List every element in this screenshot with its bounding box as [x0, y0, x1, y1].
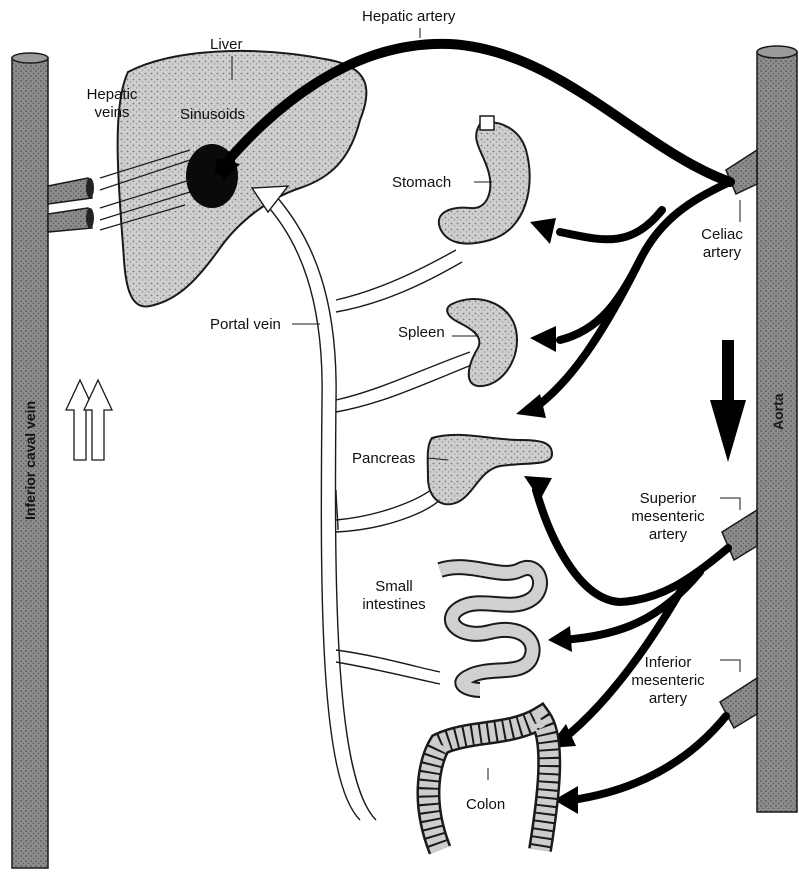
hepatic-veins-label-1: Hepatic [80, 86, 144, 104]
superior-mesenteric-label-3: artery [616, 526, 720, 544]
hepatic-veins-label-2: veins [80, 104, 144, 122]
aorta-label: Aorta [770, 393, 786, 430]
spleen-arrowhead [530, 326, 556, 352]
liver [118, 51, 367, 307]
celiac-artery-label-1: Celiac [690, 226, 754, 244]
superior-mesenteric-label-2: mesenteric [616, 508, 720, 526]
aorta-flow-arrow [710, 340, 746, 462]
small-intestines-label-1: Small [354, 578, 434, 596]
stomach-arrowhead [530, 218, 556, 244]
colon-label: Colon [466, 796, 505, 814]
small-intestines-label-2: intestines [354, 596, 434, 614]
small-intestine-arrowhead [548, 626, 572, 652]
small-intestines [440, 567, 540, 690]
liver-label: Liver [210, 36, 243, 54]
inferior-mesenteric-branch [572, 716, 726, 800]
celiac-artery-label-2: artery [690, 244, 754, 262]
hepatic-artery-label: Hepatic artery [362, 8, 455, 26]
hepatic-vein-stubs [48, 178, 94, 232]
celiac-branches [540, 182, 730, 404]
inferior-mesenteric-label-1: Inferior [616, 654, 720, 672]
inferior-mesenteric-label-3: artery [616, 690, 720, 708]
portal-vein-system [262, 196, 474, 820]
caval-flow-arrows [66, 380, 112, 460]
sinusoids-label: Sinusoids [180, 106, 245, 124]
pancreas-sma-arrowhead [524, 476, 552, 500]
stomach-esophagus [480, 116, 494, 130]
pancreas-label: Pancreas [352, 450, 415, 468]
inferior-caval-vein-label: Inferior caval vein [22, 401, 38, 520]
stomach-label: Stomach [392, 174, 451, 192]
superior-mesenteric-label-1: Superior [616, 490, 720, 508]
spleen-label: Spleen [398, 324, 445, 342]
portal-vein-label: Portal vein [210, 316, 281, 334]
colon [428, 718, 549, 850]
inferior-mesenteric-label-2: mesenteric [616, 672, 720, 690]
stomach [439, 122, 530, 243]
spleen [447, 299, 517, 386]
